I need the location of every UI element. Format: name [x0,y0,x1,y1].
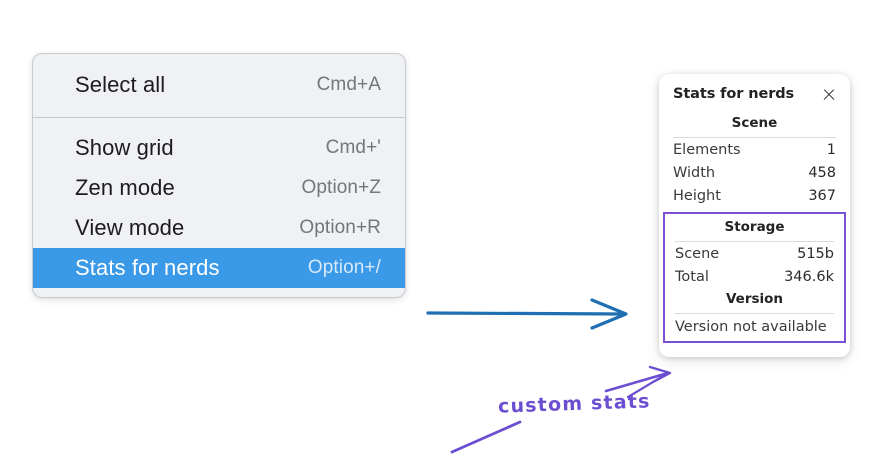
blue-arrow-right [426,298,628,330]
stats-for-nerds-panel: Stats for nerds Scene Elements 1 Width 4… [659,74,850,357]
menu-item-label: View mode [75,214,185,240]
stat-row-storage-scene: Scene 515b [665,242,844,265]
stat-label: Total [675,269,709,285]
menu-item-label: Zen mode [75,174,175,200]
menu-item-shortcut: Cmd+' [325,137,381,158]
menu-group-1: Select all Cmd+A [33,54,405,117]
menu-item-zen-mode[interactable]: Zen mode Option+Z [33,168,405,208]
divider [675,313,834,314]
stat-label: Scene [675,246,720,262]
menu-group-2: Show grid Cmd+' Zen mode Option+Z View m… [33,117,405,297]
stat-row-height: Height 367 [659,184,850,207]
stat-row-width: Width 458 [659,161,850,184]
stat-value: 458 [808,165,836,181]
scene-heading: Scene [731,115,778,131]
menu-item-shortcut: Cmd+A [316,74,381,95]
context-menu[interactable]: Select all Cmd+A Show grid Cmd+' Zen mod… [32,53,406,298]
purple-tick-line [450,420,522,454]
menu-item-view-mode[interactable]: View mode Option+R [33,208,405,248]
menu-item-label: Select all [75,71,166,97]
menu-item-stats-for-nerds[interactable]: Stats for nerds Option+/ [33,248,405,288]
stat-label: Height [673,188,721,204]
stat-label: Elements [673,142,741,158]
stat-row-elements: Elements 1 [659,138,850,161]
divider [673,137,836,138]
panel-header: Stats for nerds [659,86,850,102]
stat-value: 346.6k [784,269,834,285]
scene-section: Scene Elements 1 Width 458 Height 367 [659,112,850,207]
menu-item-label: Show grid [75,134,174,160]
menu-item-label: Stats for nerds [75,254,220,280]
close-icon[interactable] [821,86,837,102]
annotation-label: custom stats [497,390,651,418]
menu-item-shortcut: Option+Z [301,177,381,198]
version-note: Version not available [675,319,827,335]
stat-value: 1 [826,142,836,158]
stat-value: 515b [797,246,834,262]
menu-item-shortcut: Option+R [299,217,381,238]
divider [675,241,834,242]
stat-value: 367 [808,188,836,204]
storage-heading: Storage [724,219,785,235]
menu-item-show-grid[interactable]: Show grid Cmd+' [33,128,405,168]
custom-stats-highlight-region: Storage Scene 515b Total 346.6k Version … [663,212,846,343]
menu-item-select-all[interactable]: Select all Cmd+A [33,65,405,105]
panel-title: Stats for nerds [673,86,795,102]
menu-item-shortcut: Option+/ [307,257,381,278]
version-heading: Version [725,291,784,307]
stat-row-storage-total: Total 346.6k [665,265,844,288]
stat-label: Width [673,165,716,181]
